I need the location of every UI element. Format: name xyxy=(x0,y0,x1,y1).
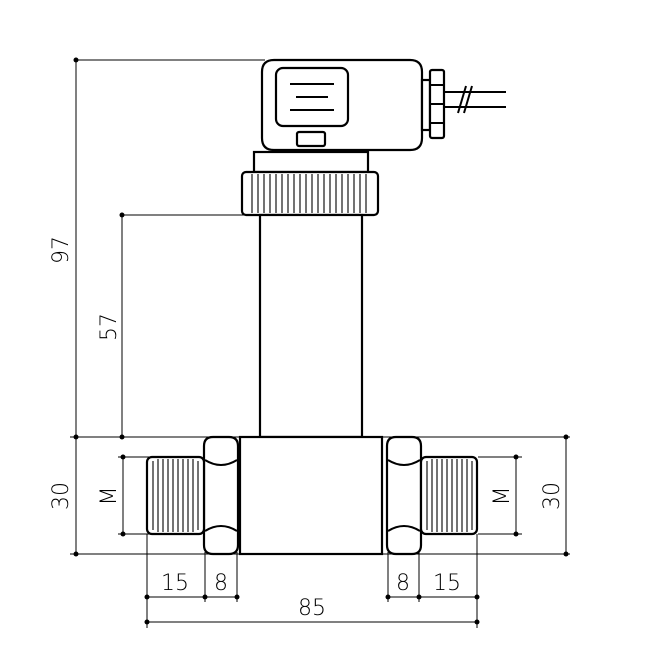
left-hex-nut xyxy=(202,435,240,556)
cable-gland xyxy=(420,68,506,140)
tube xyxy=(258,213,364,439)
dim-thread-left: M xyxy=(97,487,122,506)
dim-total-height: 97 xyxy=(49,236,74,264)
dimension-markers xyxy=(73,57,569,625)
central-body xyxy=(238,435,384,556)
knurled-nut xyxy=(240,170,380,217)
dim-hex-width-left: 8 xyxy=(214,571,228,596)
left-thread xyxy=(145,455,206,536)
dim-hex-width-right: 8 xyxy=(396,571,410,596)
dim-body-height-right: 30 xyxy=(540,482,565,510)
right-hex-nut xyxy=(385,435,423,556)
connector-neck xyxy=(252,150,370,174)
dim-thread-right: M xyxy=(490,487,515,506)
dim-thread-length-left: 15 xyxy=(161,571,189,596)
connector-housing xyxy=(260,58,424,152)
dim-body-height-left: 30 xyxy=(49,482,74,510)
right-thread xyxy=(419,455,479,536)
dim-overall-width: 85 xyxy=(298,596,326,621)
dim-thread-length-right: 15 xyxy=(433,571,461,596)
dim-tube-height: 57 xyxy=(97,313,122,341)
